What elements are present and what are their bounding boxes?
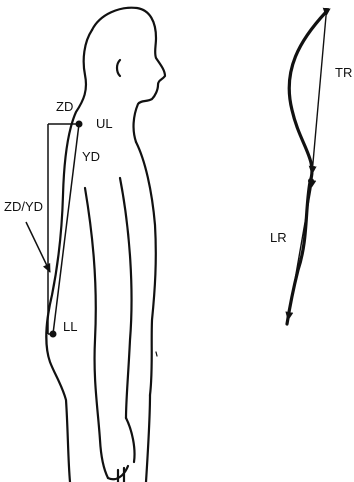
label-ul: UL (96, 117, 113, 130)
ll-landmark-dot (50, 331, 57, 338)
lr-chord (288, 188, 311, 320)
label-ll: LL (63, 320, 77, 333)
spine-curve-diagram (287, 12, 326, 324)
ul-landmark-dot (76, 121, 83, 128)
arm-front-contour (120, 178, 132, 418)
label-lr: LR (270, 231, 287, 244)
thigh-front (146, 395, 150, 482)
ear-mark (117, 60, 120, 76)
spine-curve (287, 12, 326, 324)
inflection-dot (308, 178, 314, 184)
measurement-lines (26, 124, 79, 334)
tr-chord (312, 16, 326, 174)
arm-back-contour (85, 188, 108, 478)
label-tr: TR (335, 66, 352, 79)
label-zd: ZD (56, 100, 73, 113)
label-yd: YD (82, 150, 100, 163)
front-torso-contour (136, 142, 156, 395)
hip-mark (156, 352, 157, 356)
zd-yd-arrow (26, 222, 50, 272)
body-back-contour (46, 30, 92, 482)
label-zd-yd: ZD/YD (4, 200, 43, 213)
hand-contour (108, 418, 135, 482)
